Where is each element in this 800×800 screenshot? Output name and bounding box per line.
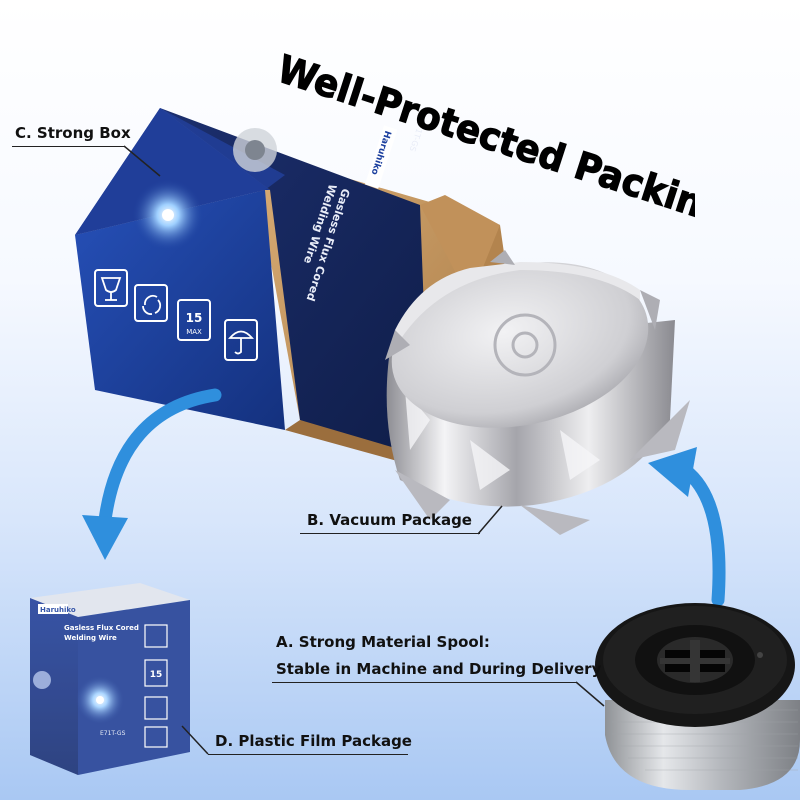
- svg-text:E71T-GS: E71T-GS: [100, 730, 126, 737]
- keep-dry-umbrella-icon: [228, 330, 254, 355]
- recycle-icon: [142, 294, 162, 315]
- svg-text:Well-Protected Packing: Well-Protected Packing: [272, 47, 695, 234]
- svg-text:15: 15: [150, 670, 163, 680]
- page-title: Well-Protected Packing: [255, 40, 734, 280]
- leader-line-vacuum: [300, 533, 480, 534]
- leader-line-spool-diag: [575, 681, 605, 707]
- stack-limit-icon: 15 MAX: [186, 311, 203, 336]
- svg-text:Haruhiko: Haruhiko: [40, 606, 76, 614]
- label-spool-line2: Stable in Machine and During Delivery: [276, 660, 602, 678]
- leader-line-strong-box: [12, 146, 124, 147]
- leader-line-strong-box-diag: [123, 145, 161, 177]
- strong-box: [75, 108, 505, 470]
- label-plastic-film: D. Plastic Film Package: [215, 732, 412, 750]
- svg-text:Welding Wire: Welding Wire: [64, 634, 117, 642]
- box-top-panel: [160, 108, 430, 470]
- vacuum-package: [385, 250, 690, 535]
- arrow-left-icon: [82, 388, 222, 560]
- arrow-right-icon: [648, 447, 726, 607]
- svg-text:15: 15: [186, 311, 203, 325]
- svg-text:Gasless Flux Cored: Gasless Flux Cored: [64, 624, 139, 632]
- wire-spool: [595, 603, 800, 790]
- leader-line-vacuum-diag: [477, 505, 503, 535]
- label-spool-line1: A. Strong Material Spool:: [276, 633, 490, 651]
- leader-line-plastic-film-diag: [181, 725, 209, 755]
- leader-line-plastic-film: [208, 754, 408, 755]
- box-front-face: [75, 190, 285, 430]
- label-vacuum-package: B. Vacuum Package: [307, 511, 472, 529]
- plastic-film-box: Haruhiko Gasless Flux Cored Welding Wire…: [30, 583, 190, 775]
- svg-text:MAX: MAX: [186, 328, 202, 336]
- label-strong-box: C. Strong Box: [15, 124, 131, 142]
- fragile-glass-icon: [100, 277, 122, 301]
- leader-line-spool: [272, 682, 577, 683]
